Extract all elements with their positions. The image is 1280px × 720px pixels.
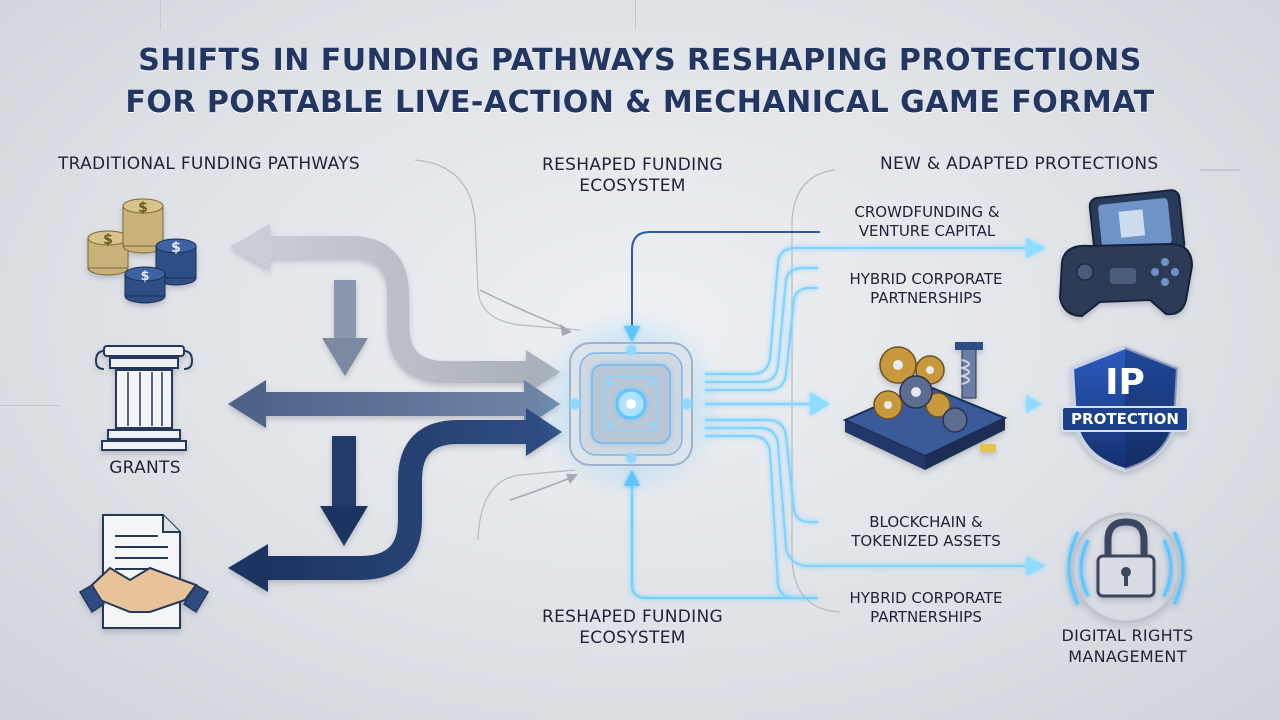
pathway-crowdfunding: CROWDFUNDING & VENTURE CAPITAL xyxy=(854,203,1000,240)
svg-text:$: $ xyxy=(171,240,181,256)
svg-text:$: $ xyxy=(138,200,148,216)
gray-pathway-arrow xyxy=(230,224,560,394)
pillar-icon xyxy=(94,345,194,451)
traditional-heading: TRADITIONAL FUNDING PATHWAYS xyxy=(58,154,360,174)
contract-handshake-icon xyxy=(78,514,210,629)
pathway-blockchain: BLOCKCHAIN & TOKENIZED ASSETS xyxy=(851,513,1001,550)
protections-heading: NEW & ADAPTED PROTECTIONS xyxy=(880,154,1159,174)
coins-icon: $ $ $ $ xyxy=(87,198,197,304)
ecosystem-label-bottom: RESHAPED FUNDING ECOSYSTEM xyxy=(542,607,723,648)
title-line-1: SHIFTS IN FUNDING PATHWAYS RESHAPING PRO… xyxy=(138,43,1142,78)
ip-badge-top-text: IP xyxy=(1105,362,1145,403)
drm-label: DIGITAL RIGHTS MANAGEMENT xyxy=(1061,626,1194,666)
ecosystem-label-top: RESHAPED FUNDING ECOSYSTEM xyxy=(542,155,723,196)
ip-shield-icon xyxy=(1061,344,1189,473)
page-title: SHIFTS IN FUNDING PATHWAYS RESHAPING PRO… xyxy=(0,40,1280,124)
grants-label: GRANTS xyxy=(109,458,181,478)
pathway-hybrid-corporate-1: HYBRID CORPORATE PARTNERSHIPS xyxy=(849,270,1003,307)
pathway-hybrid-corporate-2: HYBRID CORPORATE PARTNERSHIPS xyxy=(849,589,1003,626)
divider-left xyxy=(0,405,60,406)
divider-top-right xyxy=(635,0,636,30)
gears-mechanism-icon xyxy=(842,342,1008,470)
handheld-console-icon xyxy=(1058,189,1194,318)
ecosystem-hub xyxy=(536,309,726,499)
svg-text:$: $ xyxy=(140,269,149,284)
drm-lock-icon xyxy=(1067,512,1185,624)
navy-down-arrow xyxy=(320,436,368,546)
gray-down-arrow xyxy=(322,280,368,376)
ip-badge-bottom-text: PROTECTION xyxy=(1071,410,1179,428)
divider-top-left xyxy=(160,0,161,30)
title-line-2: FOR PORTABLE LIVE-ACTION & MECHANICAL GA… xyxy=(125,85,1155,120)
svg-text:$: $ xyxy=(103,232,113,248)
